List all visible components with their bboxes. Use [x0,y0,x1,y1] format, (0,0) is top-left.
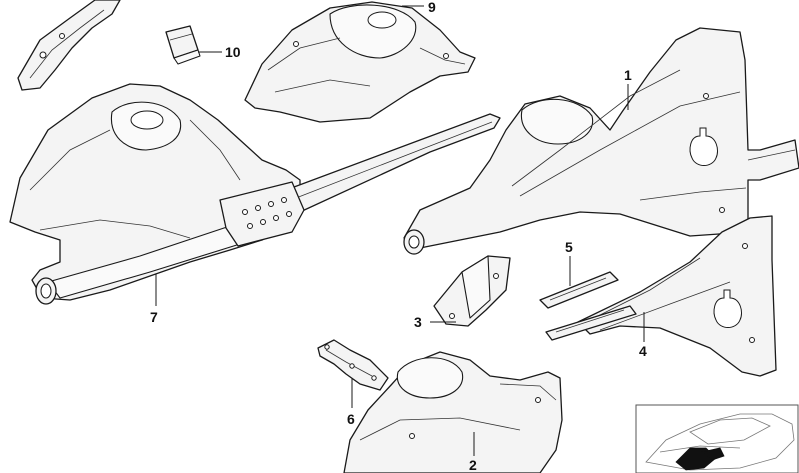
part-3-bracket [433,255,511,327]
callout-10: 10 [225,44,241,60]
locator-thumbnail [635,404,799,473]
callout-5: 5 [565,239,573,255]
part-9-wheelhouse-upper [244,1,476,123]
callout-labels: 1 2 3 4 5 6 7 9 10 [150,0,647,473]
callout-1: 1 [624,67,632,83]
part-5-rail-strips [539,271,637,341]
part-2-wheelhouse-lower [343,351,563,473]
callout-6: 6 [347,411,355,427]
part-6-mounting-bracket [317,339,389,391]
callout-3: 3 [414,314,422,330]
callout-2: 2 [469,457,477,473]
part-7-wheelhouse-rail-assembly [9,83,501,305]
callout-7: 7 [150,309,158,325]
leader-lines [155,5,645,456]
callout-4: 4 [639,343,647,359]
part-4-side-panel-lower [577,215,777,377]
partial-bracket-top-left [17,0,121,91]
part-1-wheelhouse-side-panel [403,27,799,255]
perforation-holes [242,197,292,229]
part-10-block [165,25,201,65]
callout-9: 9 [428,0,436,15]
